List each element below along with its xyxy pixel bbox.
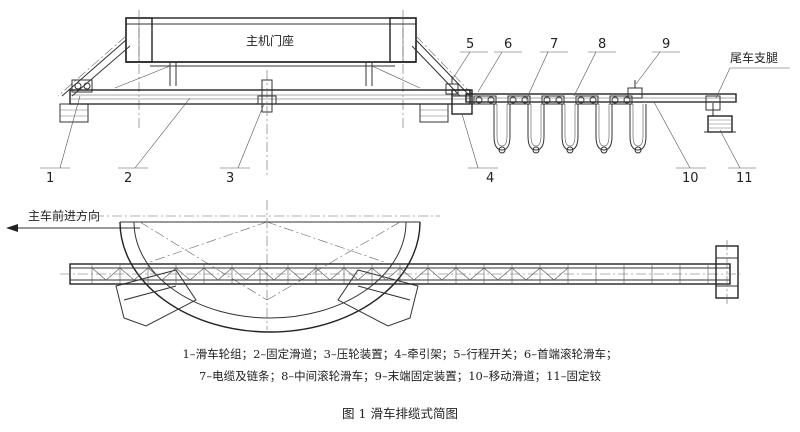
press-wheel-device [257, 70, 277, 178]
callout-3: 3 [226, 171, 234, 186]
tail-support-leg [704, 95, 736, 133]
middle-roller-trolley [541, 95, 579, 154]
callout-8: 8 [598, 37, 606, 52]
head-roller-trolley [473, 95, 511, 154]
main-gantry-frame [57, 10, 475, 130]
callout-9: 9 [662, 37, 670, 52]
right-gantry-foot [419, 103, 449, 123]
callout-2: 2 [124, 171, 132, 186]
callout-7: 7 [550, 37, 558, 52]
direction-text: 主车前进方向 [28, 208, 100, 223]
middle-roller-trolley [507, 95, 545, 154]
moving-slideway [465, 93, 737, 103]
middle-roller-trolley [609, 95, 647, 154]
tail-support-text: 尾车支腿 [730, 50, 778, 65]
main-gantry-text: 主机门座 [246, 33, 294, 48]
trolley-wheel-group [59, 79, 93, 123]
gantry-legs-plan [115, 269, 419, 327]
gantry-turntable [40, 200, 440, 333]
main-gantry-label: 主机门座 [246, 33, 294, 48]
callout-5: 5 [466, 37, 474, 52]
end-fixing-device [627, 80, 643, 99]
middle-roller-trolley [575, 95, 613, 154]
callout-numbers: 1 2 3 4 5 6 7 8 9 10 11 [46, 37, 753, 186]
tail-support-label: 尾车支腿 [715, 50, 790, 99]
callout-1: 1 [46, 171, 54, 186]
tail-hinge-plan [715, 240, 739, 304]
roller-trolleys [473, 95, 647, 154]
callout-leaders [40, 51, 756, 169]
legend-line-1: 1–滑车轮组；2–固定滑道；3–压轮装置；4–牵引架；5–行程开关；6–首端滚轮… [182, 347, 618, 361]
callout-11: 11 [736, 171, 753, 186]
truss-panels [91, 264, 709, 284]
plan-slideway-truss [60, 263, 740, 285]
fixed-slideway [60, 89, 480, 105]
callout-10: 10 [682, 171, 699, 186]
callout-6: 6 [504, 37, 512, 52]
direction-arrow: 主车前进方向 [6, 208, 140, 232]
callout-4: 4 [486, 171, 494, 186]
figure-caption: 图 1 滑车排缆式简图 [342, 406, 458, 421]
legend-line-2: 7–电缆及链条；8–中间滚轮滑车；9–末端固定装置；10–移动滑道；11–固定铰 [199, 369, 601, 383]
